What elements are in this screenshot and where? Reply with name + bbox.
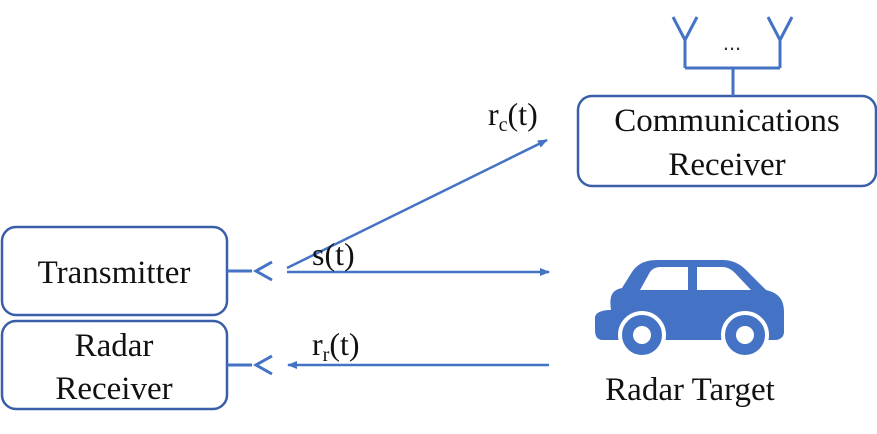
communications-receiver-block: Communications Receiver [576,94,877,188]
antenna-ellipsis: ... [723,30,741,55]
s-signal-label: s(t) [312,236,355,272]
communications-receiver-label-line2: Receiver [668,147,785,183]
transmit-antenna-icon [227,260,273,282]
rr-signal-label: rr(t) [312,326,360,366]
radar-receiver-label-line2: Receiver [55,371,172,407]
rc-signal-arrow [286,138,548,270]
rc-signal-label: rc(t) [488,96,538,136]
radar-receiver-label-line1: Radar [75,328,154,364]
car-icon [595,260,784,359]
receive-antenna-icon [227,354,273,376]
communications-receiver-label-line1: Communications [614,103,840,139]
radar-target-label: Radar Target [605,372,775,408]
transmitter-label: Transmitter [38,255,191,291]
radar-receiver-block: Radar Receiver [0,319,229,411]
transmitter-block: Transmitter [0,225,229,317]
antenna-array-icon [671,16,794,96]
